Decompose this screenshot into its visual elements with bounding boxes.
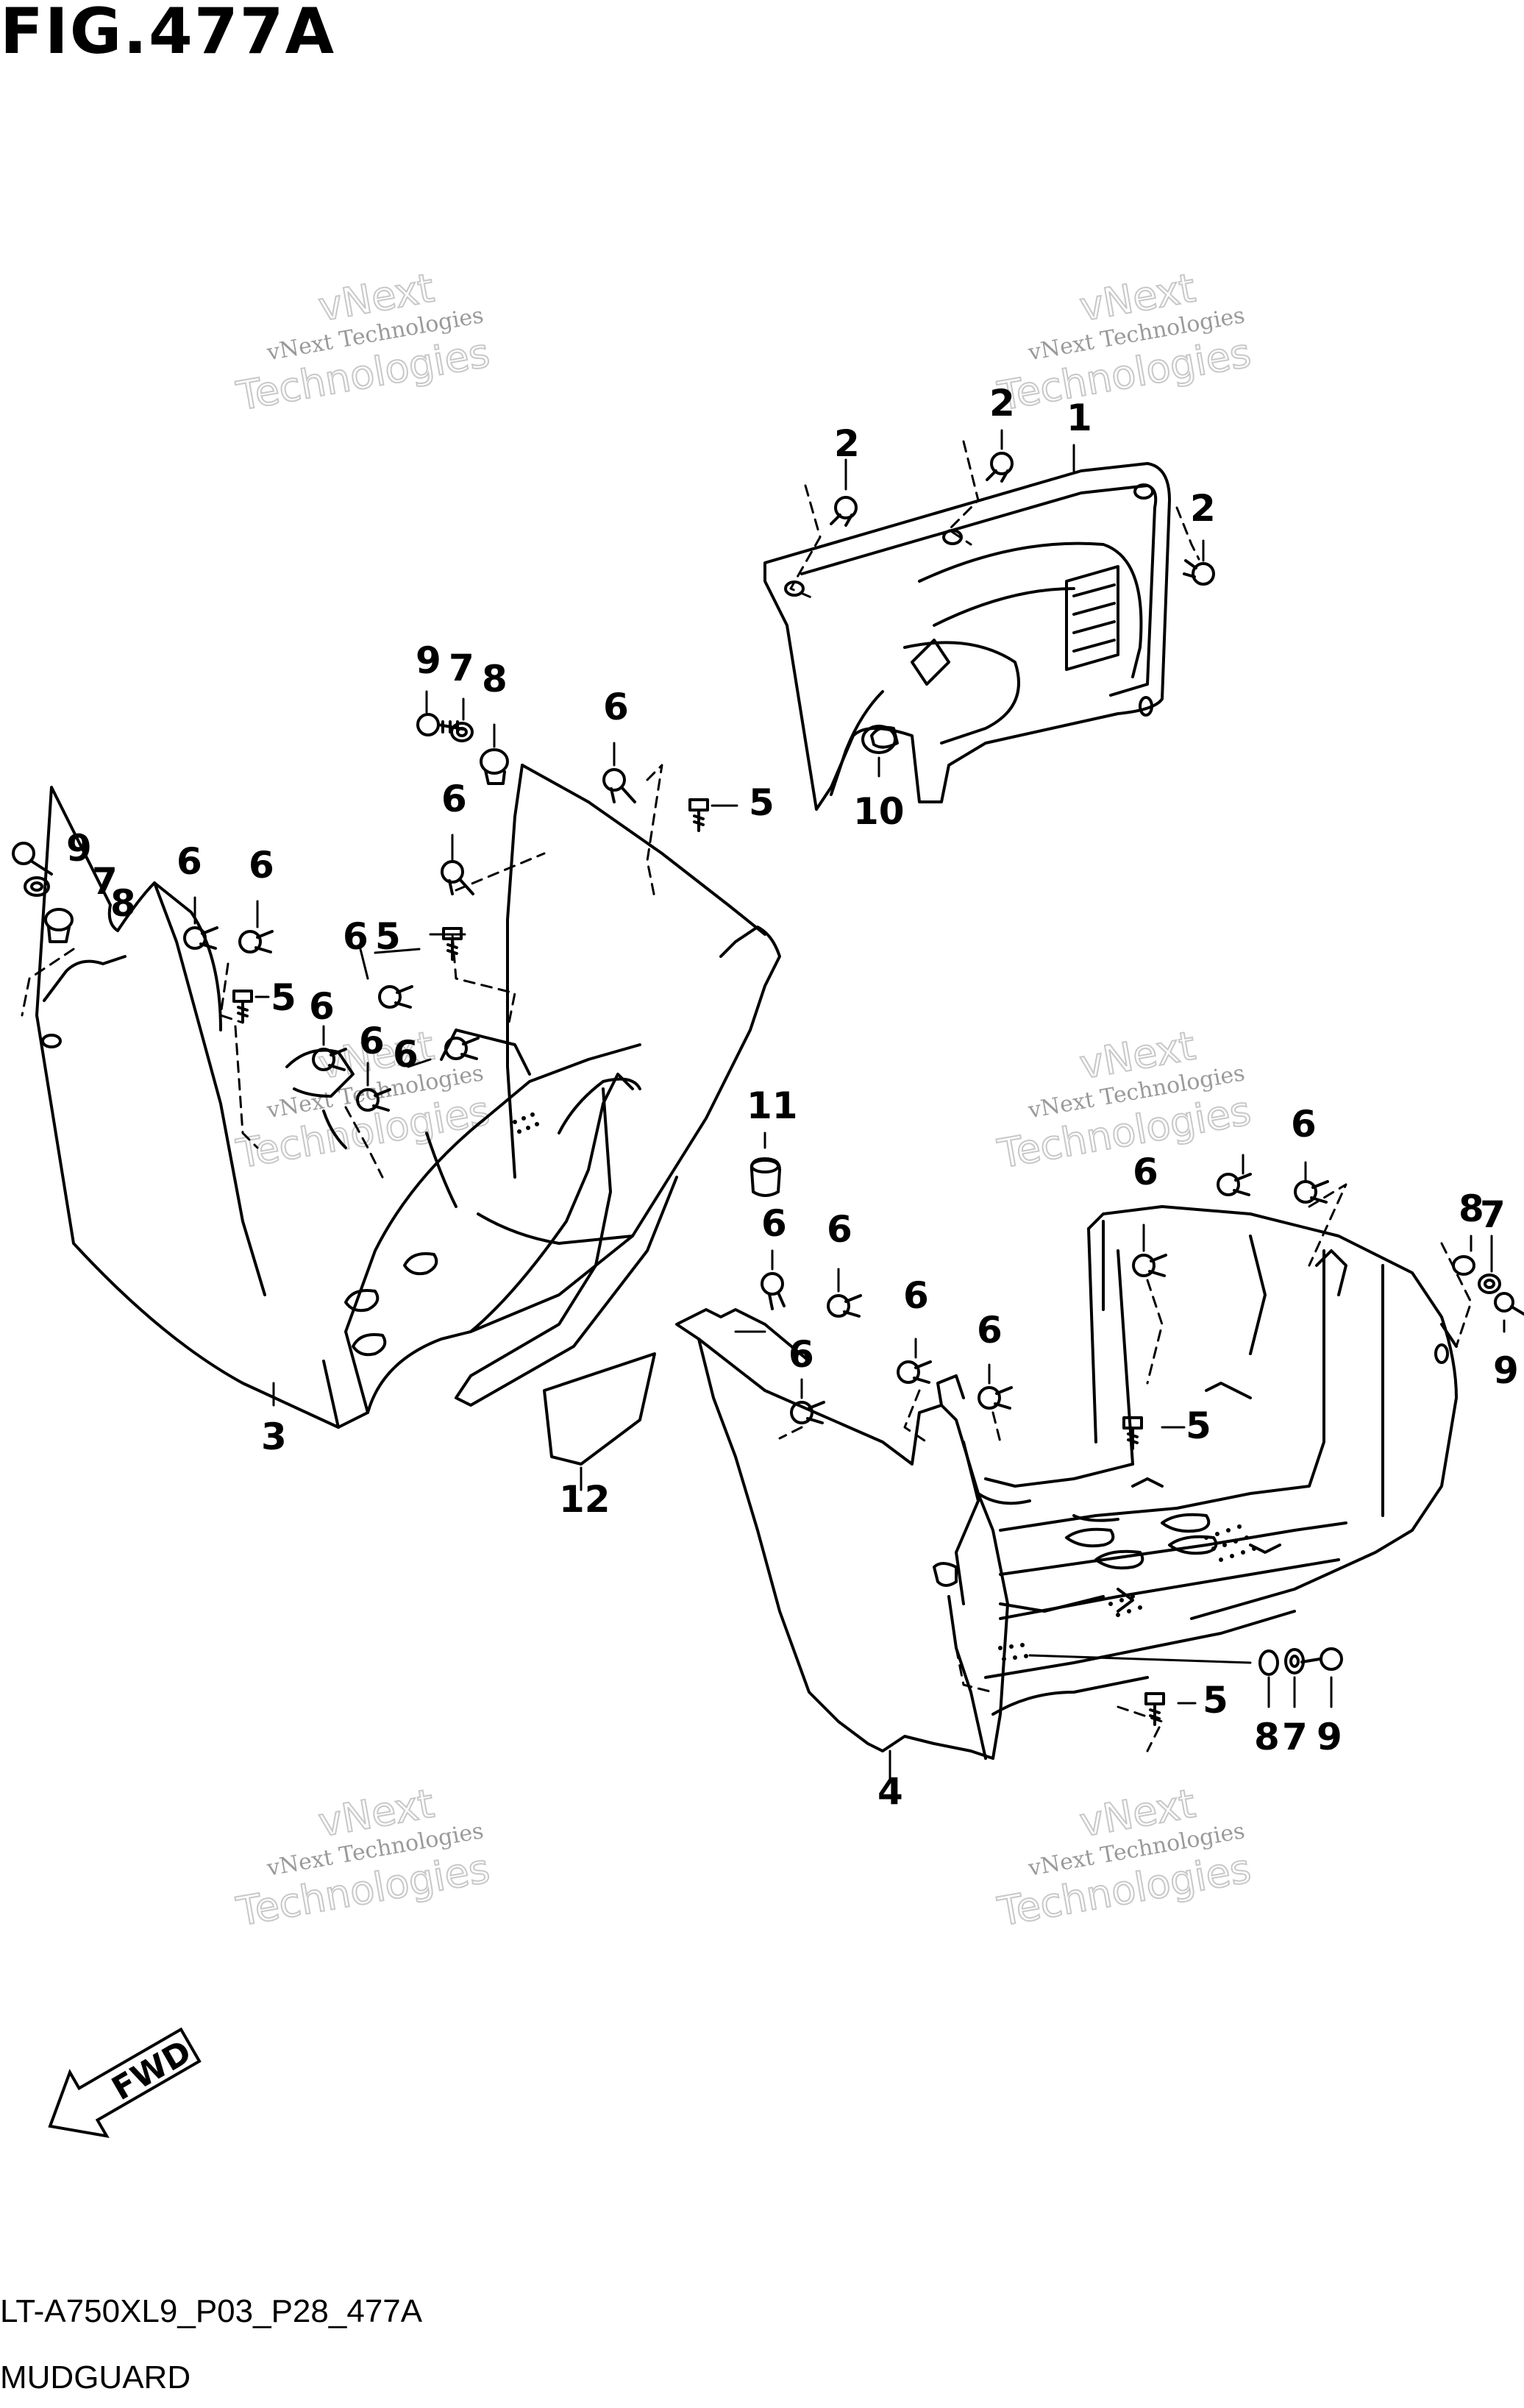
callout-2-b: 2 xyxy=(989,382,1015,425)
clip-6o xyxy=(790,1401,825,1424)
callout-5-a: 5 xyxy=(749,781,775,824)
callout-4: 4 xyxy=(877,1770,903,1813)
callout-7-c: 7 xyxy=(1480,1193,1506,1236)
callout-9-a: 9 xyxy=(416,639,441,682)
figure-title: FIG.477A xyxy=(0,0,336,68)
clip-6p xyxy=(978,1386,1013,1410)
callout-6-o: 6 xyxy=(1291,1103,1317,1146)
callout-9-c: 9 xyxy=(1493,1349,1519,1392)
callout-5-e: 5 xyxy=(1203,1679,1228,1722)
clip-6a xyxy=(602,768,636,803)
callout-6-n: 6 xyxy=(1133,1151,1158,1193)
collar-8d xyxy=(1258,1649,1279,1676)
bolt-5a xyxy=(688,798,709,832)
bolt-9a xyxy=(416,713,465,736)
callout-6-l: 6 xyxy=(788,1333,814,1376)
part-3-tread-dots xyxy=(513,1112,539,1134)
callout-1: 1 xyxy=(1067,397,1092,439)
callout-9-b: 9 xyxy=(66,827,92,870)
callout-6-c: 6 xyxy=(177,840,202,883)
clip-2b xyxy=(986,452,1014,483)
callout-6-g: 6 xyxy=(359,1020,385,1062)
leader-lines xyxy=(193,429,1506,1782)
callout-labels: 1 2 2 2 3 4 5 5 5 5 5 6 6 6 6 6 6 6 6 6 … xyxy=(66,382,1519,1813)
watermark-5: vNext vNext Technologies Technologies xyxy=(232,1780,494,1936)
diagram-code: LT-A750XL9_P03_P28_477A xyxy=(0,2293,423,2329)
callout-11: 11 xyxy=(747,1084,798,1127)
clip-6c xyxy=(183,926,218,950)
callout-6-k: 6 xyxy=(903,1274,929,1317)
bolt-9c xyxy=(1494,1292,1524,1316)
washer-7c xyxy=(1478,1274,1501,1294)
bolt-10 xyxy=(861,725,897,754)
clip-2c xyxy=(1183,559,1215,586)
fastener-group xyxy=(12,452,1524,1726)
bolt-5d xyxy=(1122,1416,1143,1450)
callout-7-b: 7 xyxy=(92,860,118,903)
clip-6h xyxy=(444,1037,480,1060)
callout-6-d: 6 xyxy=(249,844,274,887)
collar-8c xyxy=(1452,1255,1475,1276)
fwd-label: FWD xyxy=(106,2033,198,2108)
callout-5-c: 5 xyxy=(271,976,296,1019)
watermark-4: vNext vNext Technologies Technologies xyxy=(994,1022,1256,1179)
callout-2-a: 2 xyxy=(834,422,860,465)
callout-6-f: 6 xyxy=(309,985,335,1028)
callout-6-m: 6 xyxy=(977,1309,1003,1352)
watermark-2: vNext vNext Technologies Technologies xyxy=(994,264,1256,421)
callout-7-d: 7 xyxy=(1282,1716,1308,1758)
washer-7a xyxy=(450,722,474,742)
callout-6-b: 6 xyxy=(441,778,467,820)
callout-5-d: 5 xyxy=(1186,1404,1211,1447)
watermark-6: vNext vNext Technologies Technologies xyxy=(994,1780,1256,1936)
callout-2-c: 2 xyxy=(1190,487,1216,530)
clip-6m xyxy=(827,1294,862,1318)
callout-6-h: 6 xyxy=(393,1033,419,1076)
part-4-tread-dots xyxy=(998,1524,1256,1661)
callout-5-b: 5 xyxy=(375,915,401,958)
clip-6d xyxy=(238,930,274,953)
clip-6l xyxy=(761,1272,786,1310)
bolt-5c xyxy=(232,990,253,1023)
watermark-1: vNext vNext Technologies Technologies xyxy=(232,264,494,421)
clip-6n xyxy=(897,1360,932,1384)
part-1-panel xyxy=(763,462,1171,811)
callout-12: 12 xyxy=(559,1478,610,1521)
callout-8-d: 8 xyxy=(1254,1716,1280,1758)
dashed-guides xyxy=(21,440,1473,1752)
bolt-9b xyxy=(12,842,53,876)
part-4-right-mudguard xyxy=(675,1205,1458,1760)
callout-8-c: 8 xyxy=(1459,1187,1484,1230)
callout-7-a: 7 xyxy=(449,647,474,689)
diagram-caption: MUDGUARD xyxy=(0,2359,191,2395)
bolt-5e xyxy=(1144,1692,1165,1726)
fwd-arrow-icon: FWD xyxy=(48,2027,202,2138)
part-3-left-mudguard xyxy=(35,764,781,1429)
bolt-5b xyxy=(442,927,463,961)
clip-6j xyxy=(1294,1180,1329,1204)
callout-6-a: 6 xyxy=(603,686,629,728)
part-12-sticker xyxy=(543,1352,656,1466)
clip-6k xyxy=(1132,1254,1167,1277)
part-11-grommet xyxy=(749,1157,781,1197)
callout-3: 3 xyxy=(261,1416,287,1458)
collar-8b xyxy=(44,908,74,943)
callout-8-b: 8 xyxy=(110,882,136,925)
callout-6-e: 6 xyxy=(343,915,368,958)
callout-8-a: 8 xyxy=(482,658,508,700)
collar-8a xyxy=(480,748,509,785)
clip-6i xyxy=(1217,1173,1252,1196)
clip-6g xyxy=(356,1088,391,1112)
callout-6-j: 6 xyxy=(827,1208,852,1251)
clip-6f xyxy=(312,1048,347,1071)
bolt-9d xyxy=(1300,1647,1343,1671)
callout-6-i: 6 xyxy=(761,1202,787,1245)
washer-7b xyxy=(24,876,50,897)
callout-9-d: 9 xyxy=(1317,1716,1342,1758)
clip-2a xyxy=(830,496,858,527)
callout-10: 10 xyxy=(853,790,905,833)
clip-6e xyxy=(378,985,413,1009)
